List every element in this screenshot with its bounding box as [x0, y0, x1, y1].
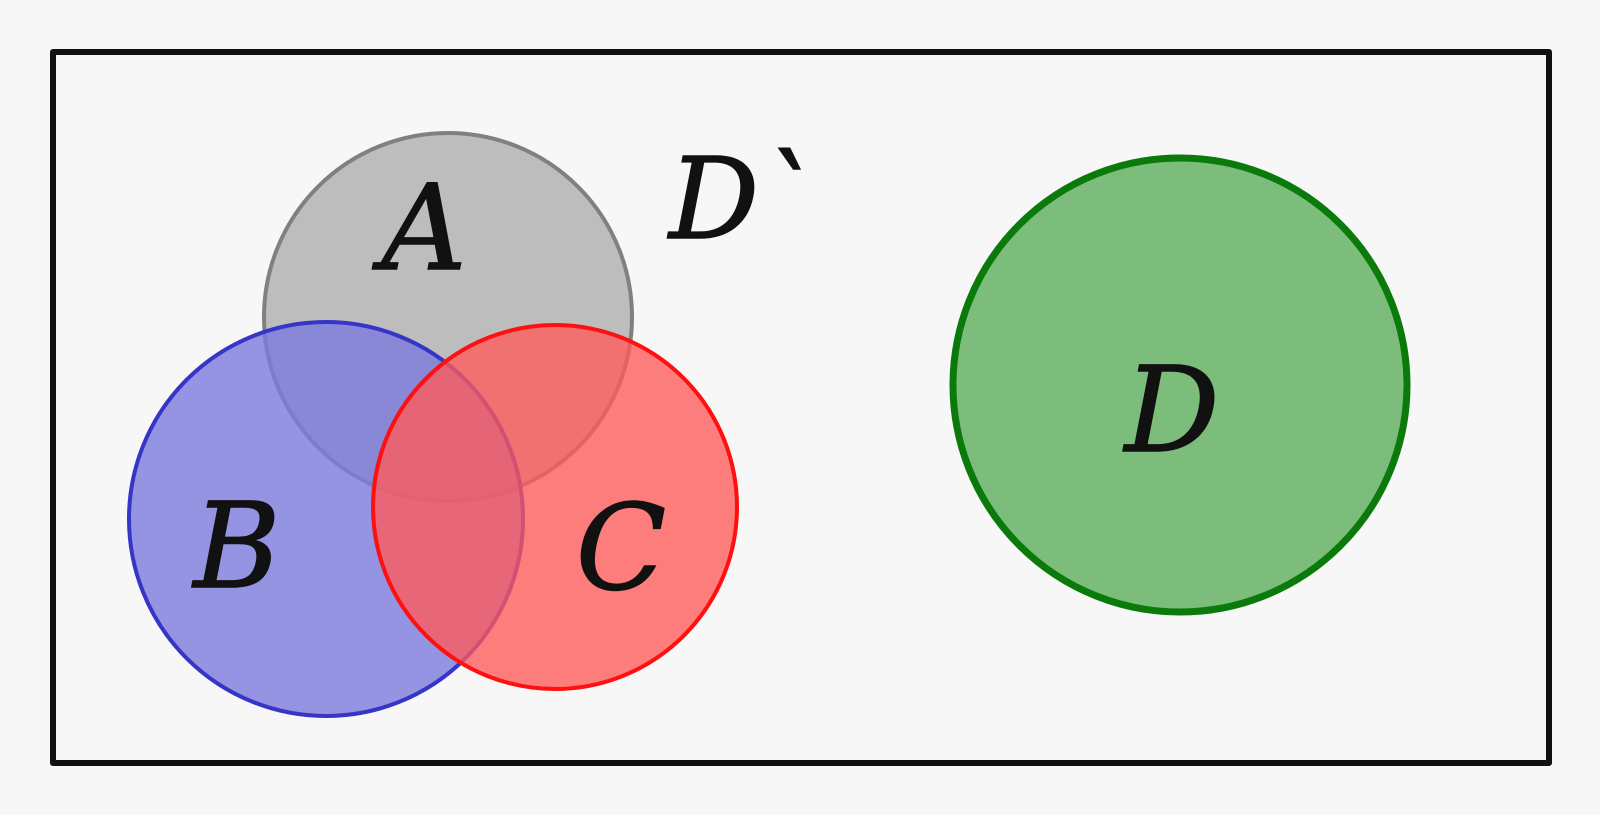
set-c-circle — [371, 323, 739, 691]
set-a-label: A — [372, 159, 466, 297]
set-d-circle — [949, 154, 1411, 616]
complement-label: D` — [667, 135, 815, 265]
set-b-label: B — [192, 477, 281, 615]
set-d-label: D — [1123, 341, 1220, 479]
universe-box — [50, 49, 1552, 766]
set-c-label: C — [576, 479, 666, 617]
